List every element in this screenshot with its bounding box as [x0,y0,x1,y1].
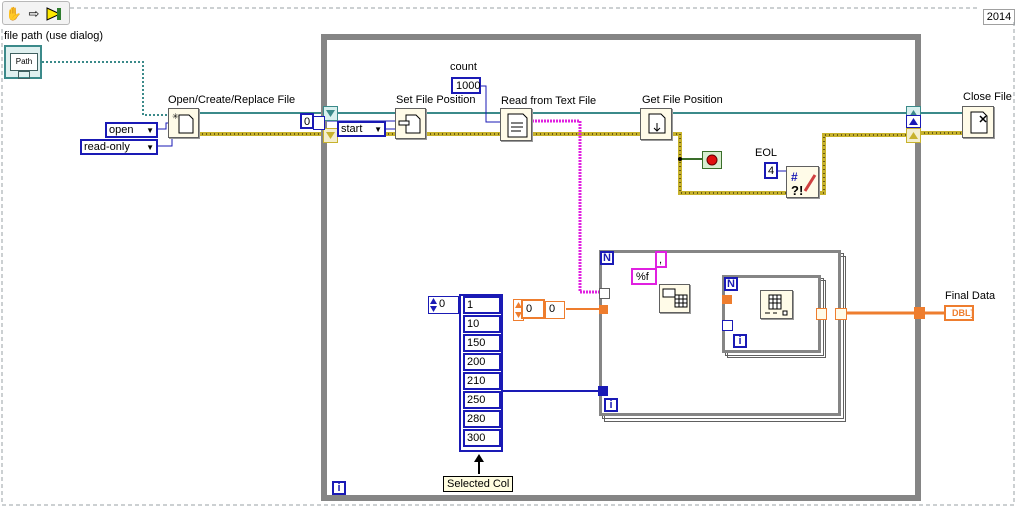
from-value: start [341,123,363,135]
selected-col-element[interactable]: 280 [463,410,501,428]
refnum-shift-register-left[interactable] [323,106,338,121]
close-file-label: Close File [963,91,1012,103]
selected-col-element[interactable]: 250 [463,391,501,409]
run-arrow-icon[interactable] [45,5,63,23]
eol-constant[interactable]: 4 [764,162,778,179]
inner-dbl-tunnel [722,295,732,304]
toolbar: ✋ ⇨ [2,1,70,25]
dropdown-arrow-icon: ▼ [146,126,154,135]
set-file-position-label: Set File Position [396,94,476,106]
open-mode-value: open [109,124,134,136]
array-index-value: 0 [439,298,446,310]
close-file-node[interactable] [962,106,994,138]
read-text-file-node[interactable] [500,108,532,141]
folder-icon [18,71,30,79]
get-file-position-label: Get File Position [642,94,723,106]
read-text-file-label: Read from Text File [501,95,597,107]
count-constant[interactable]: 1000 [451,77,481,94]
arrow-right-icon[interactable]: ⇨ [28,6,40,21]
error-shift-register-left[interactable] [323,128,338,143]
inner-index-tunnel [722,320,733,331]
output-tunnel [835,308,847,320]
outer-loop-iteration-terminal: i [604,398,618,412]
final-data-indicator[interactable]: DBL] [944,305,974,321]
offset-tunnel [313,116,325,130]
outer-loop-count-terminal: N [600,251,614,265]
format-constant[interactable]: %f [631,268,657,285]
dropdown-arrow-icon: ▼ [374,125,382,134]
open-file-label: Open/Create/Replace File [168,94,296,106]
from-enum[interactable]: start ▼ [337,121,386,137]
svg-text:?!: ?! [791,183,803,198]
inner-output-tunnel [816,308,827,320]
file-path-control[interactable]: Path [4,45,42,79]
delimiter-constant[interactable]: , [655,251,667,268]
selected-col-element[interactable]: 1 [463,296,501,314]
index-tunnel [598,386,608,396]
selected-col-element[interactable]: 200 [463,353,501,371]
path-box: Path [10,53,38,71]
hand-icon[interactable]: ✋ [5,6,23,21]
while-loop[interactable] [321,34,921,501]
open-file-node[interactable]: ✳ [168,108,199,138]
array-index-display[interactable]: 0 [428,296,459,314]
dropdown-arrow-icon: ▼ [146,143,154,152]
index-array-node[interactable] [760,290,793,319]
get-file-position-node[interactable] [640,108,672,140]
error-shift-register-right[interactable] [906,128,921,143]
svg-text:✳: ✳ [172,112,179,121]
svg-text:#: # [791,170,798,184]
access-enum[interactable]: read-only ▼ [80,139,158,155]
eol-compare-node[interactable]: #?! [786,166,819,198]
final-tunnel [914,307,925,319]
selected-col-element[interactable]: 300 [463,429,501,447]
string-tunnel [599,288,610,299]
inner-loop-count-terminal: N [724,277,738,291]
selected-col-element[interactable]: 10 [463,315,501,333]
stop-condition[interactable] [702,151,722,169]
while-iteration-terminal: i [332,481,346,495]
eol-label: EOL [755,147,778,159]
init-value-constant-2[interactable]: 0 [545,301,565,319]
selected-col-label: Selected Col [443,476,514,492]
inner-loop-iteration-terminal: i [733,334,747,348]
offset-constant[interactable]: 0 [300,113,314,129]
init-value-constant[interactable]: 0 [521,299,545,319]
set-file-position-node[interactable] [395,108,426,139]
final-data-type: DBL] [952,308,974,318]
access-value: read-only [84,141,130,153]
final-data-label: Final Data [945,290,996,302]
open-mode-enum[interactable]: open ▼ [105,122,158,138]
selected-col-element[interactable]: 210 [463,372,501,390]
offset-shift-register-right[interactable] [906,115,921,128]
version-tag: 2014 [983,9,1015,25]
count-label: count [450,61,477,73]
selected-col-element[interactable]: 150 [463,334,501,352]
dbl-shift-tunnel [599,305,608,314]
file-path-label: file path (use dialog) [4,30,104,42]
spreadsheet-to-array-node[interactable] [659,284,690,313]
